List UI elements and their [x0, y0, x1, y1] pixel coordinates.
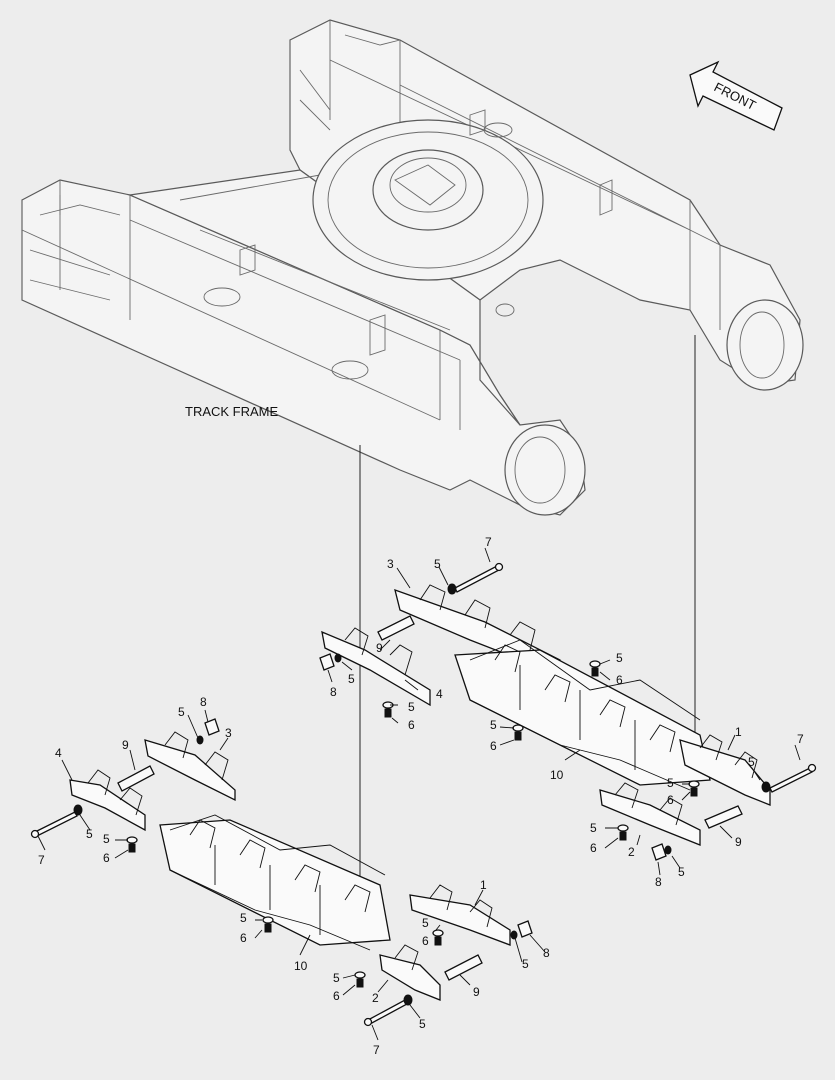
callout-6: 6: [422, 934, 429, 948]
guard-plate-4-right: [321, 630, 431, 707]
callout-5: 5: [490, 718, 497, 732]
callout-7: 7: [797, 732, 804, 746]
clip-8-left-upper: [204, 718, 220, 736]
track-frame: [21, 19, 804, 516]
callout-6: 6: [103, 851, 110, 865]
callout-2: 2: [628, 845, 635, 859]
callout-5: 5: [333, 971, 340, 985]
guard-plate-1-right: [679, 739, 771, 806]
callout-5: 5: [667, 776, 674, 790]
callout-5: 5: [522, 957, 529, 971]
callout-9: 9: [473, 985, 480, 999]
callout-5: 5: [590, 821, 597, 835]
callout-5: 5: [240, 911, 247, 925]
callout-5: 5: [103, 832, 110, 846]
guard-plate-4-left: [69, 779, 146, 832]
callout-6: 6: [333, 989, 340, 1003]
callout-1: 1: [480, 878, 487, 892]
pin-9-right-lower: [704, 805, 743, 829]
callout-5: 5: [86, 827, 93, 841]
bolt-7-left-upper: [34, 811, 78, 837]
callout-7: 7: [38, 853, 45, 867]
guard-plate-1-left: [409, 894, 511, 946]
callout-6: 6: [590, 841, 597, 855]
pin-9-right-upper: [377, 615, 415, 641]
pin-9-left-upper: [117, 765, 155, 792]
callout-5: 5: [408, 700, 415, 714]
callout-9: 9: [122, 738, 129, 752]
callout-7: 7: [485, 535, 492, 549]
callout-5: 5: [678, 865, 685, 879]
callout-3: 3: [225, 726, 232, 740]
clip-8-right-upper: [319, 653, 335, 671]
callout-6: 6: [616, 673, 623, 687]
callout-5: 5: [422, 916, 429, 930]
track-frame-label: TRACK FRAME: [185, 404, 279, 419]
callout-5: 5: [419, 1017, 426, 1031]
callout-5: 5: [348, 672, 355, 686]
callout-5: 5: [178, 705, 185, 719]
track-guard-10-left: [159, 819, 391, 946]
clip-8-left-lower: [517, 920, 533, 938]
callout-2: 2: [372, 991, 379, 1005]
guard-plate-2-left: [379, 954, 441, 1001]
bolt-7-right-upper: [454, 565, 500, 593]
callout-6: 6: [240, 931, 247, 945]
callout-3: 3: [387, 557, 394, 571]
callout-9: 9: [735, 835, 742, 849]
callout-8: 8: [543, 946, 550, 960]
guard-plate-3-left: [144, 739, 236, 802]
callout-6: 6: [490, 739, 497, 753]
callout-10: 10: [294, 959, 308, 973]
left-track-guard-group: [30, 709, 546, 1041]
callout-6: 6: [408, 718, 415, 732]
front-arrow: FRONT: [689, 60, 783, 131]
callout-4: 4: [55, 746, 62, 760]
callout-8: 8: [655, 875, 662, 889]
bolt-7-right-lower: [769, 767, 813, 793]
callout-8: 8: [330, 685, 337, 699]
callout-5: 5: [434, 557, 441, 571]
callout-10: 10: [550, 768, 564, 782]
clip-8-right-lower: [651, 843, 667, 861]
callout-6: 6: [667, 793, 674, 807]
callout-5: 5: [616, 651, 623, 665]
callout-8: 8: [200, 695, 207, 709]
callout-labels: 7 3 5 9 5 8 4 5 6 5 6 5 6 10 1 7 5 5 6 5…: [38, 535, 804, 1057]
pin-9-left-lower: [444, 954, 483, 981]
guard-plate-2-right: [599, 789, 701, 846]
callout-5: 5: [748, 755, 755, 769]
callout-9: 9: [376, 641, 383, 655]
callout-7: 7: [373, 1043, 380, 1057]
callout-1: 1: [735, 725, 742, 739]
right-track-guard-group: [319, 547, 817, 876]
callout-4: 4: [436, 687, 443, 701]
